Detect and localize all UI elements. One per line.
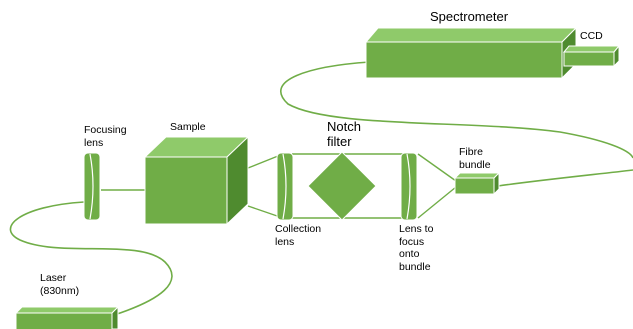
fibre-bundle-label: Fibre bundle — [459, 146, 491, 171]
laser-label: Laser (830nm) — [40, 272, 80, 297]
focus-lens-icon — [400, 152, 418, 221]
laser-icon — [14, 305, 120, 329]
fibre-bundle-icon — [453, 171, 501, 196]
fibre-laser — [9, 201, 173, 316]
spectrometer-label: Spectrometer — [430, 9, 509, 24]
sample-label: Sample — [170, 121, 206, 133]
notch-filter-label: Notch filter — [327, 119, 361, 149]
sample-cube-icon — [143, 135, 250, 226]
collection-lens-icon — [276, 152, 294, 221]
spectrometer-icon — [364, 26, 578, 80]
notch-filter-icon — [307, 151, 377, 221]
collection-lens-label: Collection lens — [275, 223, 322, 248]
focusing-lens-label: Focusing lens — [84, 124, 127, 149]
fibre-bundle-out — [497, 169, 633, 187]
ccd-label: CCD — [580, 30, 603, 42]
fibre-spectrometer — [280, 61, 633, 159]
focusing-lens-icon — [83, 152, 101, 221]
ccd-icon — [562, 44, 621, 68]
lens-to-focus-label: Lens to focus onto bundle — [399, 223, 434, 273]
